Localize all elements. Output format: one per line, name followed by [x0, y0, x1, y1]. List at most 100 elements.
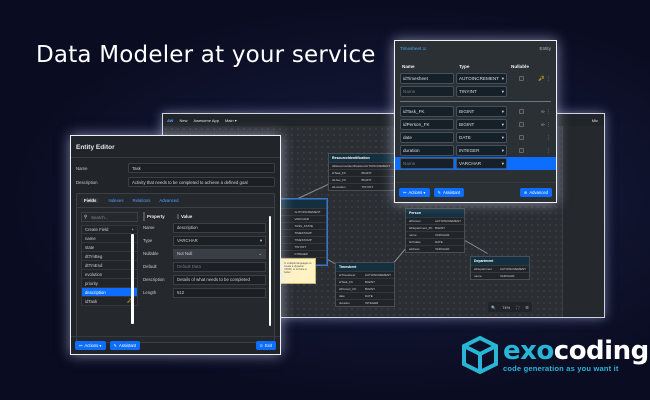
nullable-checkbox[interactable] — [519, 76, 524, 81]
text: idTask_FK — [332, 171, 347, 175]
field-item[interactable]: dtTmBeg▪ — [81, 252, 138, 261]
key-icon: 🔑︎ ⋮ — [538, 75, 551, 82]
text: 512 — [177, 290, 185, 295]
text: INTEGER — [459, 148, 480, 153]
text: Actions ▾ — [84, 343, 102, 348]
field-item[interactable]: name▪ — [81, 234, 138, 243]
nullable-checkbox[interactable] — [519, 122, 524, 127]
divider — [400, 101, 551, 102]
tab-indexes[interactable]: Indexes — [108, 198, 124, 203]
prop-type-select[interactable]: VARCHAR▾ — [173, 235, 266, 246]
new-field-type-select[interactable]: VARCHAR▾ — [456, 158, 507, 169]
text: AUTOINCREMENT — [434, 219, 461, 223]
field-type-select[interactable]: TINYINT▾ — [456, 86, 507, 97]
field-item[interactable]: idTask🔑︎▪ — [81, 297, 138, 306]
field-name-input[interactable]: date — [400, 132, 454, 143]
field-name-input[interactable]: idTask_FK — [400, 106, 454, 117]
nullable-checkbox[interactable] — [519, 135, 524, 140]
prop-label: Type — [143, 238, 153, 243]
prop-label: Default — [143, 264, 157, 269]
nullable-checkbox[interactable] — [519, 109, 524, 114]
user-menu[interactable]: Mic — [591, 117, 598, 123]
prop-name-input[interactable]: description — [173, 222, 266, 233]
field-item[interactable]: dtTmEnd▪ — [81, 261, 138, 270]
text: idUser_FK — [332, 178, 347, 182]
exit-button[interactable]: ⊙Exit — [255, 341, 276, 350]
prop-label: Nullable — [143, 251, 159, 256]
field-item-selected[interactable]: description▪ — [81, 288, 138, 297]
actions-button[interactable]: ⚯Actions ▾ — [75, 341, 106, 350]
text: VARCHAR — [459, 161, 482, 166]
breadcrumb-main[interactable]: Main ▾ — [224, 117, 237, 123]
entity-name-input[interactable]: Task — [128, 163, 275, 173]
editor-title: Entity Editor — [71, 136, 280, 158]
zoom-controls[interactable]: 🔍 74% ⛶ ☰ — [488, 302, 532, 312]
text: BIGINT — [365, 287, 376, 291]
create-field-button[interactable]: Create Field+ — [81, 225, 138, 234]
text: idLocation — [332, 185, 346, 189]
breadcrumb-new[interactable]: New — [179, 117, 188, 123]
entity-name-link[interactable]: Timesheet ☑ — [400, 46, 426, 51]
field-item[interactable]: evolution▪ — [81, 270, 138, 279]
text: DATE — [435, 240, 443, 244]
zoom-out-icon[interactable]: 🔍 — [491, 304, 497, 310]
field-name-input[interactable]: idTimesheet — [400, 73, 454, 84]
prop-default-input[interactable]: Default Data — [173, 261, 266, 272]
layout-menu-icon[interactable]: ☰ — [525, 304, 529, 310]
brand-tagline: code generation as you want it — [503, 364, 619, 373]
prop-nullable-select[interactable]: Not Null⌄ — [173, 248, 266, 259]
prop-length-input[interactable]: 512 — [173, 287, 266, 298]
field-list: ⚲Search... Create Field+ name▪ state▪ dt… — [81, 212, 138, 306]
prop-description-input[interactable]: Details of what needs to be completed — [173, 274, 266, 285]
tab-fields[interactable]: Fields — [81, 198, 100, 203]
text: AUTOINCREMENT — [499, 267, 526, 271]
field-item[interactable]: priority▪ — [81, 279, 138, 288]
field-type-select[interactable]: DATE▾ — [456, 132, 507, 143]
text: idResourceIdentification — [332, 164, 365, 168]
field-item[interactable]: state▪ — [81, 243, 138, 252]
assistant-button[interactable]: ✎Assistant — [109, 341, 141, 350]
property-scrollbar[interactable] — [268, 216, 271, 326]
field-type-select[interactable]: AUTOINCREMENT▾ — [456, 73, 507, 84]
field-type-select[interactable]: INTEGER▾ — [456, 145, 507, 156]
fit-icon[interactable]: ⛶ — [516, 304, 520, 310]
text: Details of what needs to be completed — [177, 277, 250, 282]
entity-description-input[interactable]: Activity that needs to be completed to a… — [128, 177, 275, 187]
text: AUTOINCREMENT — [459, 76, 499, 81]
text: idTask — [85, 298, 98, 304]
text: idDepartment_FK — [409, 226, 433, 230]
breadcrumb-app[interactable]: Awesome App — [193, 117, 219, 123]
actions-button[interactable]: ⚯Actions ▾ — [399, 188, 430, 197]
field-name-input[interactable]: duration — [400, 145, 454, 156]
field-name-input[interactable]: Name — [400, 86, 454, 97]
text: DATE — [365, 294, 373, 298]
field-type-select[interactable]: BIGINT▾ — [456, 119, 507, 130]
brand-wordmark: exocoding — [503, 336, 649, 366]
assistant-button[interactable]: ✎Assistant — [433, 188, 465, 197]
field-name-input[interactable]: idPerson_FK — [400, 119, 454, 130]
field-search-input[interactable]: ⚲Search... — [81, 212, 138, 222]
plus-icon: + — [131, 227, 134, 232]
advanced-button[interactable]: ⊕Advanced — [519, 188, 552, 197]
entity-title: Person — [406, 209, 464, 217]
tab-advanced[interactable]: Advanced — [159, 198, 179, 203]
diagram-note[interactable]: In multiple languages to create a dynami… — [280, 258, 316, 284]
exocoding-logo-icon — [462, 335, 498, 374]
entity-resourceidentification[interactable]: ResourceIdentification idResourceIdentif… — [328, 153, 395, 191]
new-field-name-input[interactable]: Name — [400, 158, 454, 169]
value-header: Value — [177, 214, 192, 219]
text: dtTmEnd — [85, 262, 103, 268]
nullable-checkbox[interactable] — [519, 148, 524, 153]
field-type-select[interactable]: BIGINT▾ — [456, 106, 507, 117]
name-label: Name — [76, 165, 88, 171]
field-list-scrollbar[interactable] — [131, 234, 134, 324]
tab-relations[interactable]: Relations — [132, 198, 151, 203]
